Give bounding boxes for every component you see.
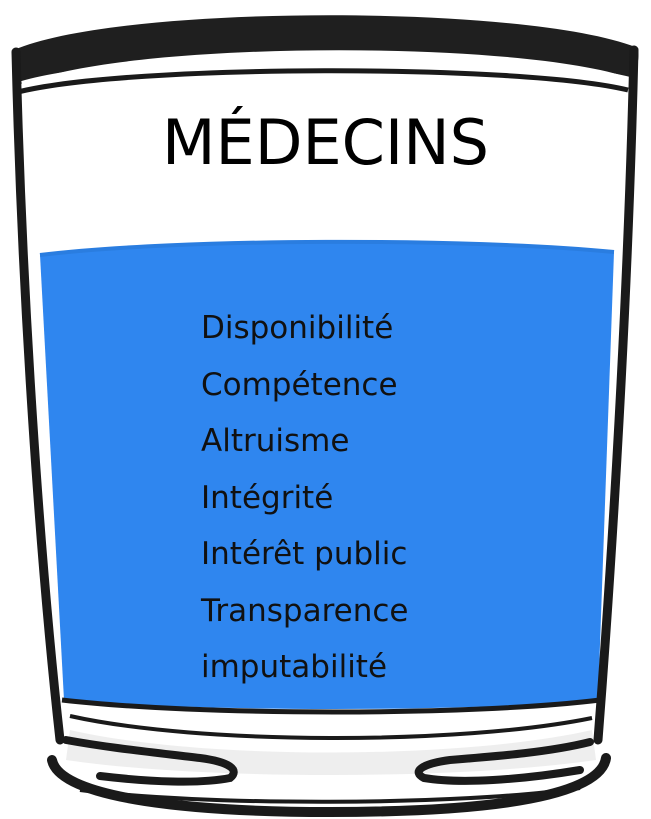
list-item: Altruisme (201, 423, 350, 459)
values-list: Disponibilité Compétence Altruisme Intég… (201, 300, 531, 696)
glass-left-wall (11, 47, 65, 745)
list-item: Intérêt public (201, 536, 408, 572)
glass-right-wall (593, 45, 639, 745)
water-fill (40, 241, 614, 709)
list-item: Transparence (201, 592, 409, 629)
list-item: Intégrité (201, 479, 334, 516)
glass-title: MÉDECINS (162, 106, 489, 179)
list-item: Compétence (201, 366, 398, 403)
list-item: imputabilité (201, 649, 388, 685)
glass-rim (12, 15, 639, 84)
list-item: Disponibilité (201, 310, 394, 346)
